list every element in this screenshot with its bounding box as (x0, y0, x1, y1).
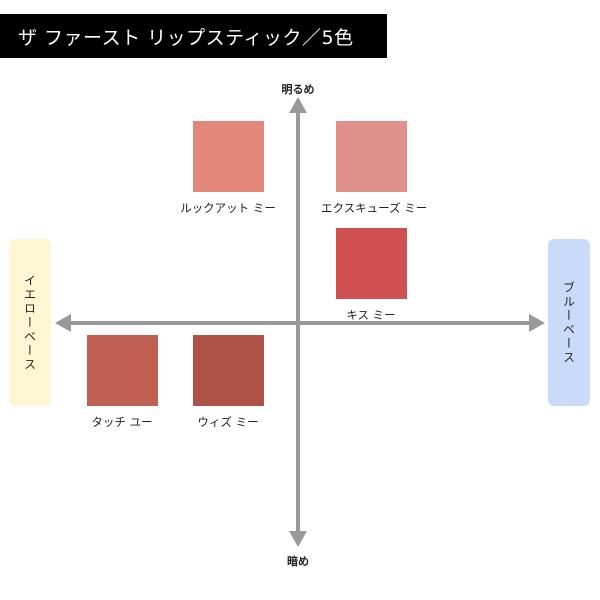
swatch-excuse-me: エクスキューズ ミー (321, 121, 428, 216)
axis-label-top: 明るめ (281, 83, 315, 96)
axis-arrow-left (55, 314, 71, 332)
color-swatch (86, 335, 158, 406)
axis-arrow-right (529, 314, 545, 332)
page-title: ザ ファースト リップスティック／5色 (0, 14, 387, 58)
swatch-label: キス ミー (346, 308, 396, 322)
swatch-label: タッチ ユー (91, 415, 153, 429)
blue-base-label: ブルーベース (561, 280, 576, 365)
color-swatch (335, 228, 407, 299)
swatch-touch-you: タッチ ユー (72, 335, 172, 430)
swatch-look-at-me: ルックアット ミー (178, 121, 278, 216)
axis-label-bottom: 暗め (287, 555, 309, 568)
axis-arrow-up (289, 97, 307, 113)
axis-arrow-down (289, 531, 307, 547)
swatch-with-me: ウィズ ミー (178, 335, 278, 430)
swatch-label: ウィズ ミー (197, 415, 259, 429)
blue-base-pole: ブルーベース (548, 239, 590, 406)
color-swatch (192, 335, 264, 406)
color-swatch (335, 121, 407, 192)
swatch-label: エクスキューズ ミー (321, 201, 428, 215)
yellow-base-label: イエローベース (22, 273, 37, 372)
swatch-kiss-me: キス ミー (321, 228, 421, 323)
swatch-label: ルックアット ミー (180, 201, 276, 215)
yellow-base-pole: イエローベース (9, 239, 51, 406)
color-swatch (192, 121, 264, 192)
title-text: ザ ファースト リップスティック／5色 (18, 26, 354, 49)
